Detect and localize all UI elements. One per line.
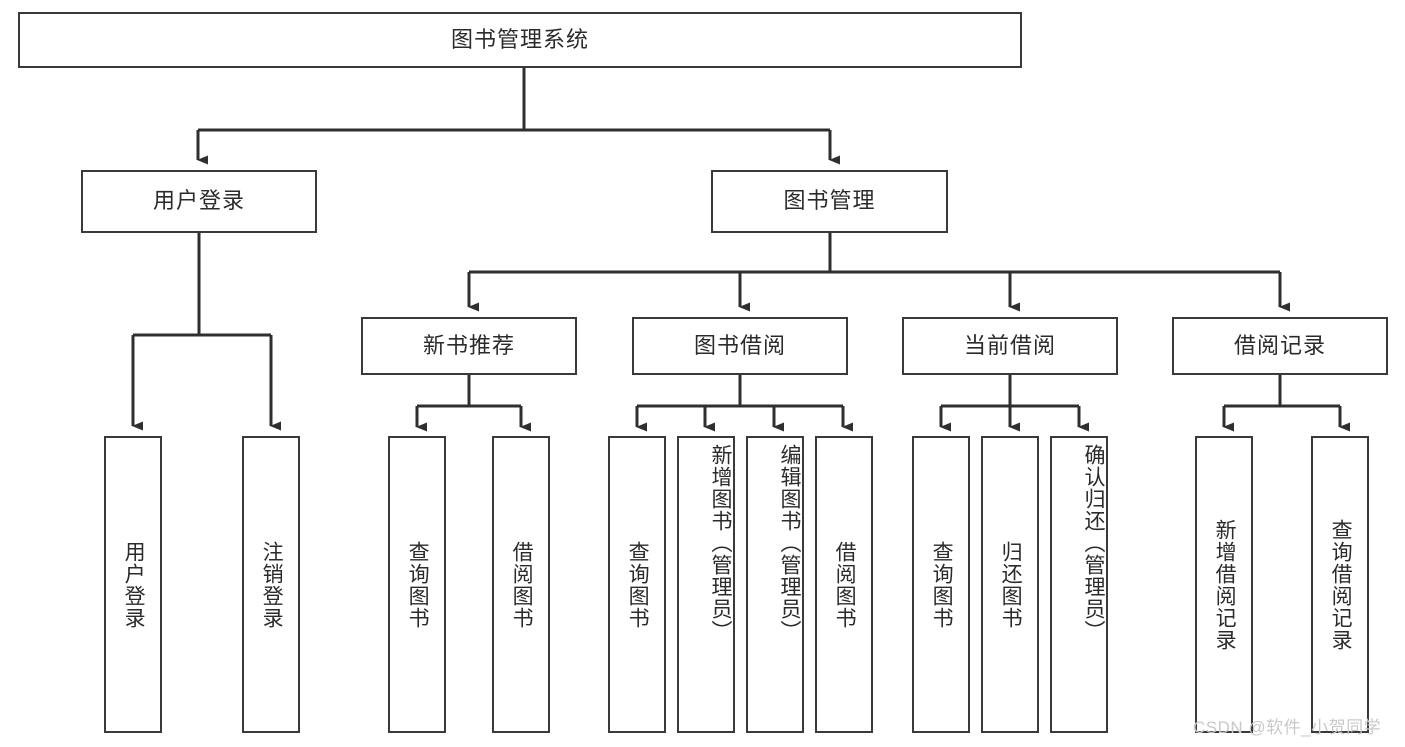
- node-user-login[interactable]: 用户登录: [81, 170, 317, 233]
- leaf-label: 新增图书（管理员）: [709, 444, 732, 642]
- leaf-user-login-1[interactable]: 用户登录: [104, 436, 162, 733]
- leaf-label: 借阅图书: [833, 540, 857, 629]
- node-borrow-record[interactable]: 借阅记录: [1172, 317, 1388, 375]
- leaf-user-login-2[interactable]: 注销登录: [242, 436, 300, 733]
- leaf-current-borrow-2[interactable]: 归还图书: [981, 436, 1039, 733]
- leaf-borrow-record-1[interactable]: 新增借阅记录: [1195, 436, 1253, 733]
- node-root-label: 图书管理系统: [450, 26, 589, 52]
- leaf-label: 归还图书: [999, 540, 1023, 629]
- leaf-new-book-1[interactable]: 查询图书: [388, 436, 446, 733]
- leaf-label: 查询借阅记录: [1329, 518, 1353, 651]
- node-root[interactable]: 图书管理系统: [18, 12, 1022, 68]
- leaf-label: 新增借阅记录: [1213, 518, 1237, 651]
- leaf-label: 查询图书: [930, 540, 954, 629]
- leaf-current-borrow-3[interactable]: 确认归还（管理员）: [1050, 436, 1108, 733]
- leaf-label: 查询图书: [406, 540, 430, 629]
- csdn-watermark: CSDN @软件_小贺同学: [1193, 718, 1382, 737]
- leaf-label: 借阅图书: [510, 540, 534, 629]
- node-new-book-recommend[interactable]: 新书推荐: [361, 317, 577, 375]
- node-current-borrow-label: 当前借阅: [963, 332, 1056, 358]
- node-borrow-record-label: 借阅记录: [1233, 332, 1326, 358]
- leaf-book-borrow-4[interactable]: 借阅图书: [815, 436, 873, 733]
- leaf-book-borrow-2[interactable]: 新增图书（管理员）: [677, 436, 735, 733]
- leaf-book-borrow-1[interactable]: 查询图书: [608, 436, 666, 733]
- leaf-label: 查询图书: [626, 540, 650, 629]
- leaf-current-borrow-1[interactable]: 查询图书: [912, 436, 970, 733]
- leaf-label: 确认归还（管理员）: [1082, 444, 1105, 642]
- node-book-manage[interactable]: 图书管理: [711, 170, 948, 233]
- leaf-borrow-record-2[interactable]: 查询借阅记录: [1311, 436, 1369, 733]
- node-book-borrow-label: 图书借阅: [693, 332, 786, 358]
- leaf-label: 注销登录: [260, 540, 284, 629]
- leaf-label: 编辑图书（管理员）: [778, 444, 801, 642]
- node-book-borrow[interactable]: 图书借阅: [632, 317, 848, 375]
- node-current-borrow[interactable]: 当前借阅: [902, 317, 1118, 375]
- node-book-manage-label: 图书管理: [783, 188, 876, 214]
- node-user-login-label: 用户登录: [152, 188, 245, 214]
- leaf-label: 用户登录: [122, 540, 146, 629]
- leaf-book-borrow-3[interactable]: 编辑图书（管理员）: [746, 436, 804, 733]
- node-new-book-recommend-label: 新书推荐: [422, 332, 515, 358]
- leaf-new-book-2[interactable]: 借阅图书: [492, 436, 550, 733]
